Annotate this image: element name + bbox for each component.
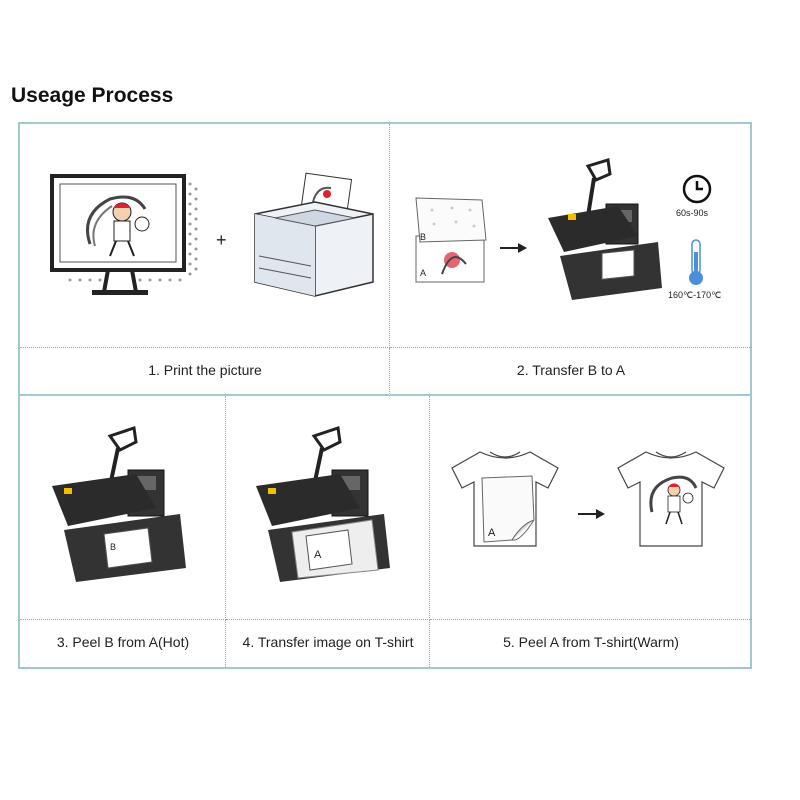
step-3-caption-cell: 3. Peel B from A(Hot) <box>20 620 226 667</box>
step-4-image-panel: A <box>226 396 430 620</box>
step-5-caption: 5. Peel A from T-shirt(Warm) <box>503 634 679 650</box>
paper-a-label: A <box>488 527 496 539</box>
paper-b-label: B <box>110 542 116 552</box>
heat-press-open-icon: B <box>52 426 186 582</box>
tshirt-with-paper-icon: A <box>451 451 559 547</box>
step-3-caption: 3. Peel B from A(Hot) <box>56 634 190 650</box>
printed-tshirt-icon <box>617 451 725 547</box>
step-1-caption-cell: 1. Print the picture <box>20 348 390 396</box>
step-2-caption-cell: 2. Transfer B to A <box>390 348 752 396</box>
page-title: Useage Process <box>11 84 174 107</box>
thermometer-icon <box>689 239 703 285</box>
monitor-icon <box>50 174 198 295</box>
step-1-caption: 1. Print the picture <box>148 362 262 378</box>
paper-b-label: B <box>420 232 426 242</box>
time-label: 60s-90s <box>676 208 709 218</box>
step-5-caption-cell: 5. Peel A from T-shirt(Warm) <box>430 620 752 667</box>
step-4-caption: 4. Transfer image on T-shirt <box>242 634 414 650</box>
step-3-image-panel: B <box>20 396 226 620</box>
heat-press-open-icon: A <box>256 426 390 582</box>
step-4-caption-cell: 4. Transfer image on T-shirt <box>226 620 430 667</box>
step-5-image-panel: A <box>430 396 752 620</box>
process-frame: + B A <box>18 122 752 669</box>
plus-sign: + <box>216 230 227 250</box>
paper-a-label: A <box>420 268 426 278</box>
step-1-image-panel: + <box>20 124 390 348</box>
printer-icon <box>254 172 374 297</box>
character-artwork <box>86 195 150 257</box>
heat-press-icon <box>548 158 662 300</box>
arrow-right-icon <box>500 243 527 253</box>
arrow-right-icon <box>578 509 605 519</box>
temperature-label: 160℃-170℃ <box>668 290 722 300</box>
clock-icon <box>682 174 712 204</box>
paper-a-label: A <box>314 549 322 561</box>
step-2-caption: 2. Transfer B to A <box>516 362 626 378</box>
step-2-image-panel: B A 60s-90s 160℃-170℃ <box>390 124 752 348</box>
transfer-papers-icon: B A <box>415 197 487 283</box>
